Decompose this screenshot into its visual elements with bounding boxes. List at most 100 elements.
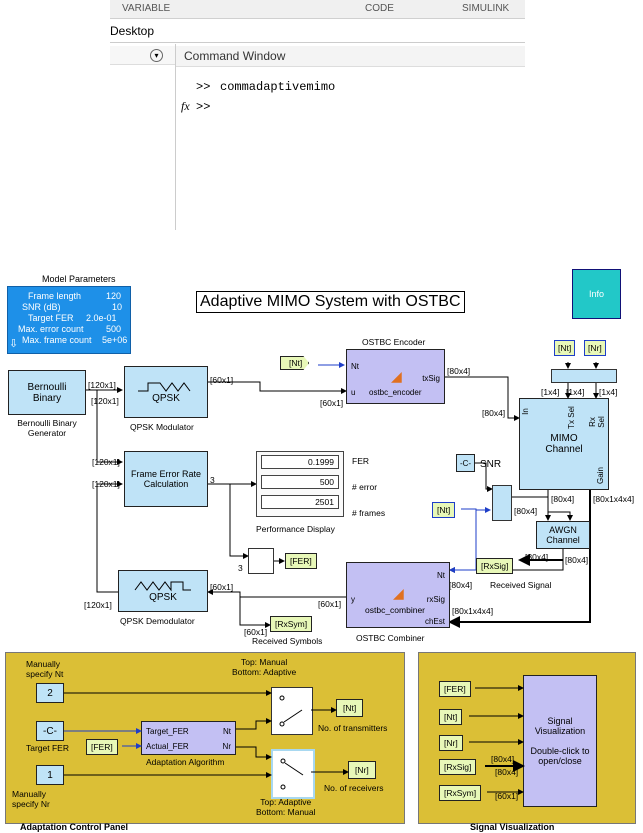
port-nt: Nt xyxy=(437,571,445,580)
mux-block[interactable] xyxy=(492,485,512,521)
command-window-header: Command Window xyxy=(176,46,525,67)
nt-tag-mux[interactable]: [Nt] xyxy=(432,502,456,518)
rxsym-from-tag[interactable]: [RxSym] xyxy=(439,785,482,801)
param-label: SNR (dB) xyxy=(22,302,61,312)
dim-1x4: [1x4] xyxy=(566,387,585,397)
adaptation-algorithm-block[interactable]: Target_FER Actual_FER Nt Nr xyxy=(141,721,236,755)
dim-80x4: [80x4] xyxy=(514,506,538,516)
command-window[interactable]: Command Window >> commadaptivemimo fx >> xyxy=(176,44,525,230)
nr-switch-block[interactable] xyxy=(271,749,315,799)
fer-value: 0.1999 xyxy=(261,455,339,469)
dim-60: [60x1] xyxy=(210,582,234,592)
fx-icon[interactable]: fx xyxy=(181,99,190,113)
fer-from-tag[interactable]: [FER] xyxy=(439,681,471,697)
panel-wires xyxy=(64,690,349,778)
info-block[interactable]: Info xyxy=(572,269,621,319)
nt-switch-block[interactable] xyxy=(271,687,313,735)
qpsk-demod-caption: QPSK Demodulator xyxy=(120,616,195,626)
dim-80x1x4x4: [80x1x4x4] xyxy=(593,494,635,504)
current-folder-pane: ▾ xyxy=(110,44,176,230)
dim-three: 3 xyxy=(210,475,215,485)
port-tx-sel: Tx Sel xyxy=(566,406,576,429)
command-prompt: >> xyxy=(196,100,211,114)
nt-tag-mimo[interactable]: [Nt] xyxy=(554,340,576,356)
param-value: 500 xyxy=(106,324,122,334)
frames-label: # frames xyxy=(352,508,386,518)
nr-from-tag[interactable]: [Nr] xyxy=(439,735,463,751)
nr-tag-mimo[interactable]: [Nr] xyxy=(584,340,606,356)
fer-goto-tag[interactable]: [FER] xyxy=(285,553,317,569)
algo-caption: Adaptation Algorithm xyxy=(146,757,225,767)
nt-from-tag[interactable]: [Nt] xyxy=(439,709,463,725)
dim-60: [60x1] xyxy=(495,791,519,801)
rxsym-goto-tag[interactable]: [RxSym] xyxy=(270,616,313,632)
port-nr: Nr xyxy=(222,742,231,751)
qpsk-modulator-block[interactable]: QPSK xyxy=(124,366,208,418)
adaptation-control-panel[interactable]: Manually specify Nt 2 -C- Target FER [FE… xyxy=(5,652,405,824)
manual-nt-label: Manually specify Nt xyxy=(26,659,64,679)
param-value: 120 xyxy=(106,291,122,301)
dim-80x4: [80x4] xyxy=(449,580,473,590)
wave-icon xyxy=(134,580,191,591)
param-value: 2.0e-01 xyxy=(86,313,117,323)
fer-calculation-block[interactable]: Frame Error Rate Calculation xyxy=(124,451,208,507)
selector-bar[interactable] xyxy=(551,369,617,383)
dim-80x4: [80x4] xyxy=(525,552,549,562)
adaptation-panel-caption: Adaptation Control Panel xyxy=(20,822,128,832)
signal-panel-wires xyxy=(469,685,525,795)
num-tx-label: No. of transmitters xyxy=(318,723,388,733)
port-nt: Nt xyxy=(351,362,359,371)
rxsig-goto-tag[interactable]: [RxSig] xyxy=(476,558,514,574)
rxsig-from-tag[interactable]: [RxSig] xyxy=(439,759,477,775)
folder-title: Desktop xyxy=(110,24,155,38)
snr-label: SNR xyxy=(480,459,502,470)
port-u: u xyxy=(351,388,356,397)
mimo-label: MIMO Channel xyxy=(545,433,583,455)
port-y: y xyxy=(351,595,355,604)
link-arrow-icon: ⇩ xyxy=(9,338,19,350)
encoder-title: OSTBC Encoder xyxy=(362,337,426,347)
dim-60: [60x1] xyxy=(210,375,234,385)
fer-from-tag[interactable]: [FER] xyxy=(86,739,118,755)
dim-1x4: [1x4] xyxy=(541,387,560,397)
nt-from-tag[interactable]: [Nt] xyxy=(280,356,310,370)
target-fer-const-block[interactable]: -C- xyxy=(36,721,64,741)
dim-1x4: [1x4] xyxy=(599,387,618,397)
tab-simulink[interactable]: SIMULINK xyxy=(462,3,510,14)
performance-display[interactable]: 0.1999 500 2501 xyxy=(256,451,344,517)
nt-const-block[interactable]: 2 xyxy=(36,683,64,703)
signal-panel-caption: Signal Visualization xyxy=(470,822,555,832)
switch-icon xyxy=(279,695,303,727)
command-window-title: Command Window xyxy=(184,49,286,63)
dim-80x4: [80x4] xyxy=(491,754,515,764)
switch-icon xyxy=(280,758,304,790)
nr-const-block[interactable]: 1 xyxy=(36,765,64,785)
num-rx-label: No. of receivers xyxy=(324,783,384,793)
dim-80x4: [80x4] xyxy=(447,366,471,376)
dim-120: [120x1] xyxy=(84,600,112,610)
mimo-channel-block[interactable]: MIMO Channel In Tx Sel Rx Sel Gain xyxy=(519,398,609,490)
fer-selector-block[interactable] xyxy=(248,548,274,574)
model-parameters-block[interactable]: Frame length 120 SNR (dB) 10 Target FER … xyxy=(7,286,131,354)
pane-menu-icon[interactable]: ▾ xyxy=(150,49,163,62)
dim-120: [120x1] xyxy=(91,396,119,406)
qpsk-demodulator-block[interactable]: QPSK xyxy=(118,570,208,612)
switch-nr-caption: Top: Adaptive Bottom: Manual xyxy=(256,797,316,817)
ostbc-encoder-block[interactable]: Nt u txSig ◢ ostbc_encoder xyxy=(346,349,445,404)
tab-variable[interactable]: VARIABLE xyxy=(122,3,171,14)
signal-visualization-panel[interactable]: [FER] [Nt] [Nr] [RxSig] [RxSym] Signal V… xyxy=(418,652,636,824)
dim-120: [120x1] xyxy=(92,457,120,467)
ostbc-combiner-block[interactable]: Nt rxSig chEst y ◢ ostbc_combiner xyxy=(346,562,450,628)
bernoulli-generator-block[interactable]: Bernoulli Binary xyxy=(8,370,86,415)
params-title: Model Parameters xyxy=(42,274,116,284)
error-label: # error xyxy=(352,482,378,492)
awgn-channel-block[interactable]: AWGN Channel xyxy=(536,521,590,549)
port-txsig: txSig xyxy=(422,374,440,383)
tab-code[interactable]: CODE xyxy=(365,3,394,14)
matlab-function-icon: ◢ xyxy=(391,368,402,384)
param-label: Target FER xyxy=(28,313,74,323)
snr-const-block[interactable]: -C- xyxy=(456,454,475,472)
dim-80x4: [80x4] xyxy=(482,408,506,418)
qpsk-demod-label: QPSK xyxy=(149,591,177,603)
